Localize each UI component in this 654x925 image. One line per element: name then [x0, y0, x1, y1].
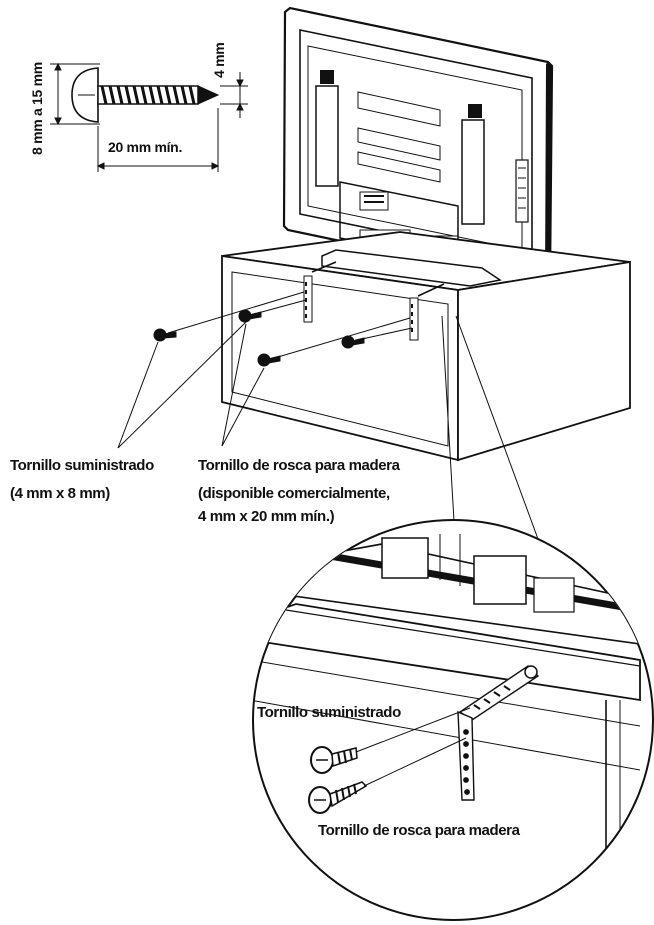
callout-supplied-screw-label: Tornillo suministrado [10, 457, 154, 474]
supplied-screw-left-icon [153, 328, 177, 342]
callout-wood-screw-note: (disponible comercialmente, [198, 485, 390, 502]
screw-diameter-label: 4 mm [211, 43, 227, 78]
screw-spec-illustration [50, 62, 248, 172]
detail-wood-screw-icon [308, 737, 467, 814]
tv-rear-view [282, 6, 554, 286]
detail-supplied-screw-label: Tornillo suministrado [257, 704, 401, 721]
screw-length-range-label: 8 mm a 15 mm [29, 62, 45, 155]
strap-holes [463, 729, 470, 795]
wood-screw-right-icon [257, 353, 281, 367]
callout-wood-screw-size: 4 mm x 20 mm mín.) [198, 508, 335, 525]
callout-leaders [117, 321, 265, 449]
detail-wood-screw-label: Tornillo de rosca para madera [318, 822, 521, 839]
screw-min-length-label: 20 mm mín. [108, 139, 182, 155]
screw-thread [100, 85, 196, 105]
magnifier-connectors [441, 315, 546, 559]
callout-supplied-screw-size: (4 mm x 8 mm) [10, 485, 110, 502]
callout-wood-screw-label: Tornillo de rosca para madera [198, 457, 401, 474]
tv-stand-cabinet [221, 231, 631, 462]
screws-overview [153, 291, 413, 367]
supplied-screw-right-icon [341, 335, 365, 349]
magnified-detail-view [252, 519, 654, 921]
wood-screw-left-icon [238, 309, 262, 323]
detail-supplied-screw-icon [310, 707, 471, 774]
